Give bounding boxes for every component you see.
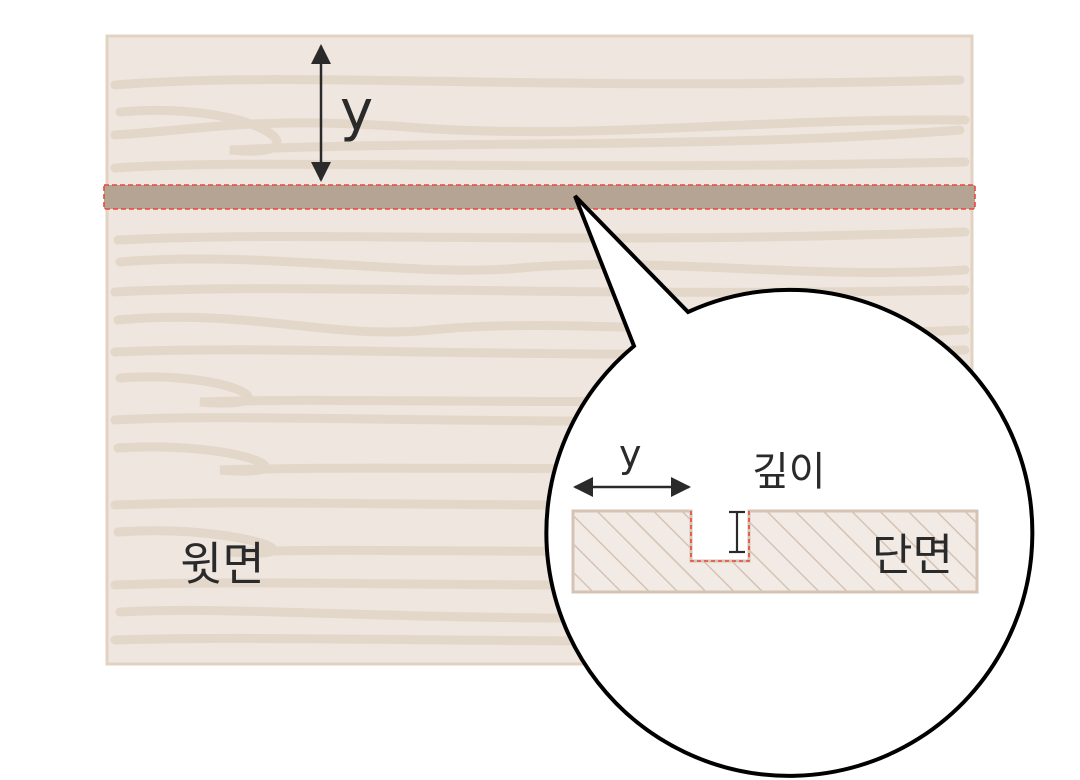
section-offset-label: y xyxy=(619,432,642,476)
callout-bubble xyxy=(544,194,1035,778)
groove-strip xyxy=(103,184,976,210)
depth-indicator xyxy=(729,510,745,554)
top-view-label: 윗면 xyxy=(180,537,265,591)
cross-section-label: 단면 xyxy=(872,530,953,581)
groove-profile-highlight xyxy=(690,511,750,562)
depth-label: 깊이 xyxy=(752,449,826,495)
top-offset-label: y xyxy=(340,79,373,144)
